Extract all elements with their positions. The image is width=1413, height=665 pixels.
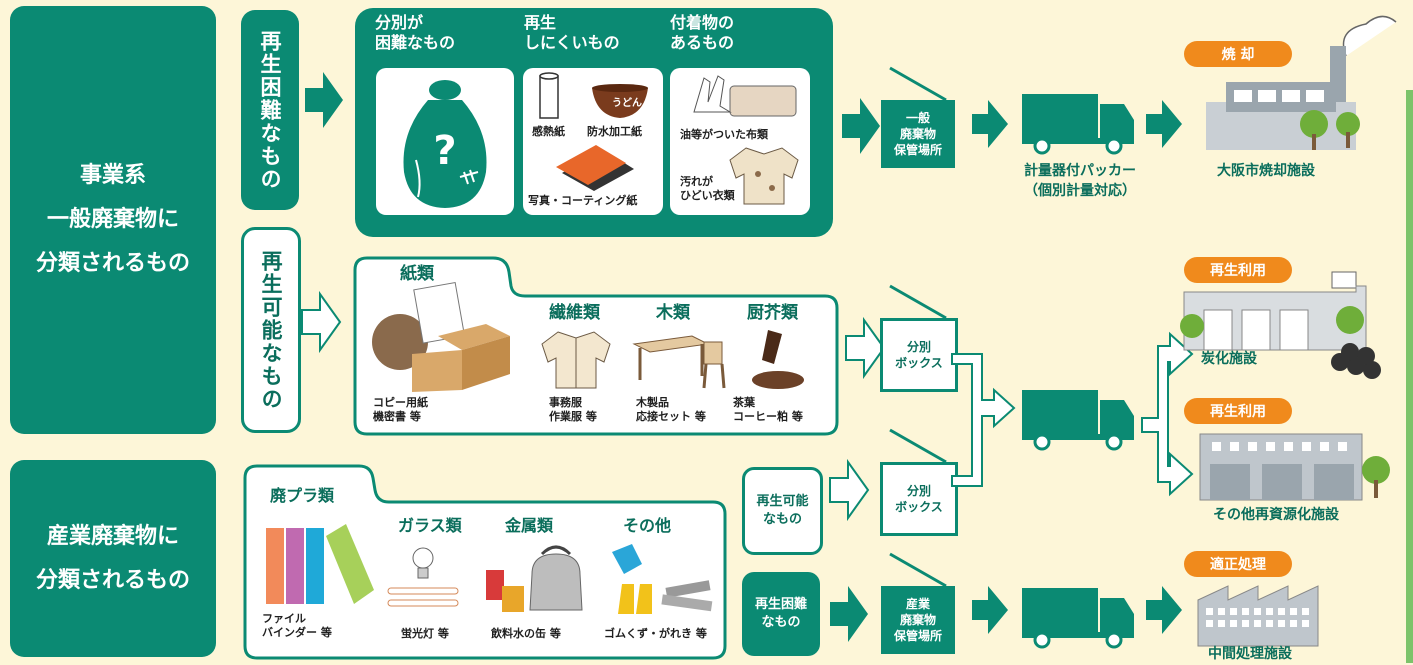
rubber-rubble-icon <box>612 544 713 614</box>
food-title: 厨芥類 <box>747 303 798 323</box>
paper-boxes-icon <box>372 281 510 392</box>
carbonization-facility-icon <box>1180 271 1381 379</box>
industrial-recyclable-label: 再生可能 なもの <box>742 467 823 555</box>
food-items-label: 茶葉 コーヒー粕 等 <box>733 396 803 424</box>
dirty-clothes-label: 汚れが ひどい衣類 <box>680 175 735 203</box>
storage-general-lid <box>889 66 947 102</box>
photo-paper-label: 写真・コーティング紙 <box>528 194 638 207</box>
svg-text:?: ? <box>433 128 456 174</box>
category-business-general-label: 事業系 一般廃棄物に 分類されるもの <box>35 163 190 276</box>
storage-industrial-lid <box>889 552 947 588</box>
arrow-truck-to-intermediate <box>1146 586 1182 634</box>
udon-label: うどん <box>612 98 642 109</box>
paper-title: 紙類 <box>400 264 434 284</box>
sort-box-2: 分別 ボックス <box>880 462 958 536</box>
oily-cloth-icon <box>693 75 797 117</box>
arrow-storage-to-truck-3 <box>972 586 1008 634</box>
industrial-hard-label: 再生困難 なもの <box>742 572 820 656</box>
badge-recycle-1: 再生利用 <box>1184 257 1292 283</box>
packer-truck-label: 計量器付パッカー （個別計量対応） <box>1024 163 1136 199</box>
wood-furniture-icon <box>632 335 726 389</box>
intermediate-facility-icon <box>1197 585 1319 647</box>
sort-box-1-lid <box>889 284 947 320</box>
oily-cloth-label: 油等がついた布類 <box>680 128 768 141</box>
arrow-truck-to-incinerator <box>1146 100 1182 148</box>
arrow-hard-branch <box>305 72 343 128</box>
arrow-industrial-recyclable <box>829 458 870 522</box>
storage-industrial-text: 産業 廃棄物 保管場所 <box>893 596 942 644</box>
badge-incinerate: 焼 却 <box>1184 41 1292 67</box>
arrow-hard-to-storage <box>842 98 880 154</box>
hard-col3-title: 付着物の あるもの <box>670 13 735 52</box>
arrow-industrial-hard <box>830 586 868 642</box>
sort-box-2-text: 分別 ボックス <box>895 483 943 514</box>
other-items-label: ゴムくず・がれき 等 <box>604 627 707 640</box>
packer-truck-icon-3 <box>1022 588 1134 649</box>
sort-box-1-text: 分別 ボックス <box>895 339 943 370</box>
arrow-recyclable-branch <box>301 290 342 354</box>
intermediate-name: 中間処理施設 <box>1208 646 1292 662</box>
hard-col1-title: 分別が 困難なもの <box>375 13 456 52</box>
storage-general: 一般 廃棄物 保管場所 <box>881 100 955 168</box>
carbonization-name: 炭化施設 <box>1201 351 1257 367</box>
udon-bowl-icon <box>592 84 648 118</box>
other-title: その他 <box>623 516 672 535</box>
sort-box-1: 分別 ボックス <box>880 318 958 392</box>
right-edge-strip <box>1406 90 1413 663</box>
industrial-recyclable-text: 再生可能 なもの <box>756 494 809 527</box>
category-industrial: 産業廃棄物に 分類されるもの <box>10 460 216 657</box>
arrow-sort-merge <box>951 353 1016 487</box>
coffee-grounds-icon <box>752 330 804 389</box>
arrow-recyclable-to-sort <box>845 316 886 380</box>
other-recycle-name: その他再資源化施設 <box>1213 507 1339 523</box>
photo-paper-icon <box>556 145 634 191</box>
branch-hard-to-recycle: 再生困難なもの <box>241 10 299 210</box>
packer-truck-icon-2 <box>1022 390 1134 451</box>
dirty-jacket-icon <box>729 147 799 205</box>
thermal-paper-roll-icon <box>539 72 559 119</box>
branch-recyclable-label: 再生可能なもの <box>259 249 283 411</box>
branch-hard-to-recycle-label: 再生困難なもの <box>258 29 282 191</box>
waterproof-paper-label: 防水加工紙 <box>587 125 642 138</box>
incinerator-building-icon <box>1206 15 1397 150</box>
branch-recyclable: 再生可能なもの <box>241 227 301 433</box>
storage-industrial: 産業 廃棄物 保管場所 <box>881 586 955 654</box>
fiber-items-label: 事務服 作業服 等 <box>549 396 597 424</box>
category-industrial-label: 産業廃棄物に 分類されるもの <box>35 523 190 593</box>
packer-truck-icon-1 <box>1022 94 1134 155</box>
incinerator-name: 大阪市焼却施設 <box>1217 163 1315 179</box>
uniform-jacket-icon <box>541 331 611 389</box>
arrow-split-recycle <box>1141 331 1194 497</box>
thermal-paper-label: 感熱紙 <box>532 125 565 138</box>
plastic-title: 廃プラ類 <box>270 486 335 505</box>
metal-items-label: 飲料水の缶 等 <box>491 627 561 640</box>
plastic-items-label: ファイル バインダー 等 <box>262 612 332 640</box>
cans-kettle-icon <box>486 545 583 612</box>
arrow-storage-to-truck-1 <box>972 100 1008 148</box>
badge-proper: 適正処理 <box>1184 551 1292 577</box>
badge-recycle-2: 再生利用 <box>1184 398 1292 424</box>
garbage-bag-icon: ? <box>403 80 487 208</box>
fluorescent-bulb-icon <box>387 547 459 607</box>
storage-general-text: 一般 廃棄物 保管場所 <box>893 110 942 158</box>
industrial-panel <box>243 464 727 660</box>
fiber-title: 繊維類 <box>549 303 600 323</box>
wood-title: 木類 <box>656 303 690 323</box>
category-business-general: 事業系 一般廃棄物に 分類されるもの <box>10 6 216 434</box>
hard-col2-title: 再生 しにくいもの <box>524 13 620 52</box>
industrial-hard-text: 再生困難 なもの <box>754 597 807 630</box>
binders-icon <box>266 524 374 604</box>
glass-items-label: 蛍光灯 等 <box>401 627 449 640</box>
metal-title: 金属類 <box>505 516 554 535</box>
paper-items-label: コピー用紙 機密書 等 <box>373 396 428 424</box>
other-recycle-facility-icon <box>1199 433 1390 501</box>
wood-items-label: 木製品 応接セット 等 <box>636 396 706 424</box>
glass-title: ガラス類 <box>398 516 462 535</box>
sort-box-2-lid <box>889 428 947 464</box>
